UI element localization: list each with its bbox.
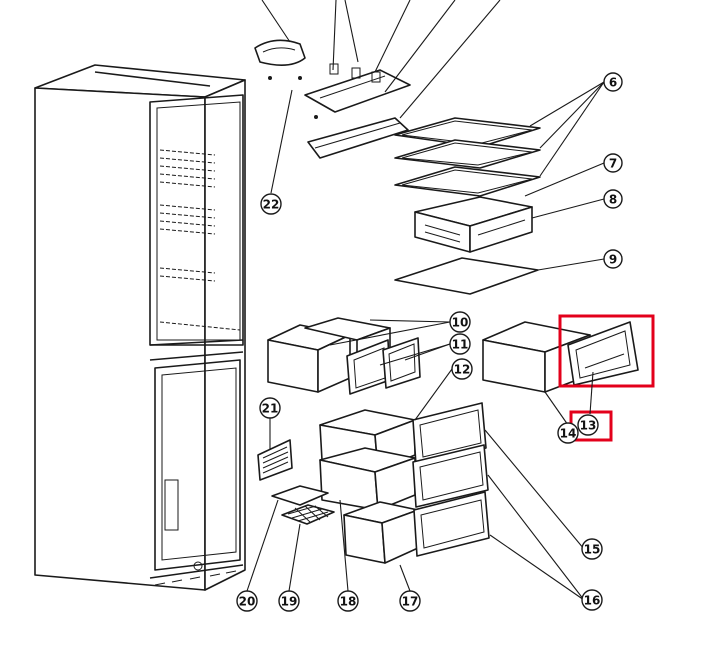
callout-circle — [577, 414, 599, 436]
callout-22: 22 — [260, 193, 282, 215]
callout-circle — [449, 311, 471, 333]
callout-13: 13 — [577, 414, 599, 436]
callout-circle — [451, 358, 473, 380]
callout-20: 20 — [236, 590, 258, 612]
fridge-cabinet — [34, 64, 246, 591]
callout-18: 18 — [337, 590, 359, 612]
callout-circle — [581, 589, 603, 611]
callout-number: 8 — [609, 193, 617, 207]
filter-parts — [257, 439, 335, 525]
callout-8: 8 — [603, 189, 623, 209]
callout-circle — [449, 333, 471, 355]
glass-shelves — [394, 117, 541, 197]
callout-17: 17 — [399, 590, 421, 612]
callout-number: 9 — [609, 253, 617, 267]
highlight-frame-part — [558, 314, 655, 388]
callout-number: 19 — [281, 595, 298, 609]
callout-number: 12 — [454, 363, 471, 377]
callout-circle — [557, 422, 579, 444]
crisper-cover-tray — [414, 196, 533, 253]
callout-circle — [259, 397, 281, 419]
callout-21: 21 — [259, 397, 281, 419]
callout-number: 15 — [584, 543, 601, 557]
callout-number: 10 — [452, 316, 469, 330]
callout-number: 22 — [263, 198, 280, 212]
callout-circle — [337, 590, 359, 612]
callout-circle — [603, 153, 623, 173]
callout-number: 14 — [560, 427, 577, 441]
callout-16: 16 — [581, 589, 603, 611]
callout-number: 7 — [609, 157, 617, 171]
callout-7: 7 — [603, 153, 623, 173]
callout-circle — [260, 193, 282, 215]
callout-number: 20 — [239, 595, 256, 609]
callout-circle — [399, 590, 421, 612]
callout-19: 19 — [278, 590, 300, 612]
callout-circle — [603, 189, 623, 209]
callout-circle — [603, 249, 623, 269]
callout-12: 12 — [451, 358, 473, 380]
drawer-front-13 — [567, 321, 639, 386]
glass-panel-9 — [394, 257, 539, 295]
control-assembly — [254, 0, 501, 194]
freezer-drawer-middle — [319, 444, 489, 511]
callout-circle — [278, 590, 300, 612]
callout-6: 6 — [603, 72, 623, 92]
callout-number: 17 — [402, 595, 419, 609]
callout-number: 13 — [580, 419, 597, 433]
callout-11: 11 — [449, 333, 471, 355]
callout-number: 21 — [262, 402, 279, 416]
upper-freezer-drawers — [267, 317, 421, 395]
callout-circle — [581, 538, 603, 560]
callout-number: 6 — [609, 76, 617, 90]
callout-circle — [236, 590, 258, 612]
freezer-drawer-bottom — [343, 491, 490, 564]
callout-14: 14 — [557, 422, 579, 444]
callout-number: 16 — [584, 594, 601, 608]
callout-circle — [603, 72, 623, 92]
callout-10: 10 — [449, 311, 471, 333]
callout-15: 15 — [581, 538, 603, 560]
callout-number: 18 — [340, 595, 357, 609]
callout-9: 9 — [603, 249, 623, 269]
callout-number: 11 — [452, 338, 469, 352]
